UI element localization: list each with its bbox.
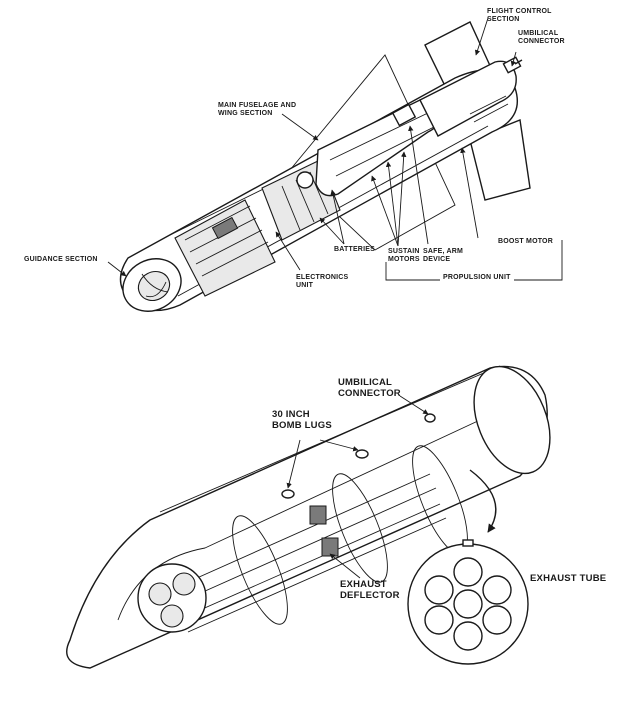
rear-dome	[473, 365, 551, 475]
safe-arm-device	[391, 103, 417, 127]
dispenser-drawing	[66, 365, 551, 669]
deflector-lower	[321, 537, 339, 557]
view-arrow	[469, 469, 497, 533]
label-boost-motor: BOOST MOTOR	[498, 238, 553, 245]
label-umbilical-top: UMBILICAL CONNECTOR	[518, 30, 565, 46]
label-flight-control: FLIGHT CONTROL SECTION	[487, 8, 552, 24]
electronics-block	[174, 199, 276, 297]
label-umbilical-bottom: UMBILICAL CONNECTOR	[338, 377, 401, 399]
label-batteries: BATTERIES	[334, 246, 375, 253]
label-main-fuselage: MAIN FUSELAGE AND WING SECTION	[218, 102, 297, 118]
label-exhaust-tube: EXHAUST TUBE	[530, 573, 607, 584]
umbilical-port	[424, 413, 436, 423]
bomb-lug-1	[281, 489, 295, 499]
missile-cutaway-drawing	[119, 21, 531, 312]
label-electronics-unit: ELECTRONICS UNIT	[296, 274, 349, 290]
label-safe-arm-device: SAFE, ARM DEVICE	[423, 248, 464, 264]
label-exhaust-deflector: EXHAUST DEFLECTOR	[340, 579, 400, 601]
boost-motor	[419, 60, 517, 137]
label-bomb-lugs: 30 INCH BOMB LUGS	[272, 409, 332, 431]
label-guidance-section: GUIDANCE SECTION	[24, 256, 98, 263]
bottom-leader-lines	[286, 395, 429, 579]
bomb-lug-2	[355, 449, 369, 459]
label-propulsion-unit: PROPULSION UNIT	[440, 274, 514, 283]
deflector-upper	[309, 505, 327, 525]
label-sustain-motors: SUSTAIN MOTORS	[388, 248, 420, 264]
main-wing	[289, 54, 456, 251]
